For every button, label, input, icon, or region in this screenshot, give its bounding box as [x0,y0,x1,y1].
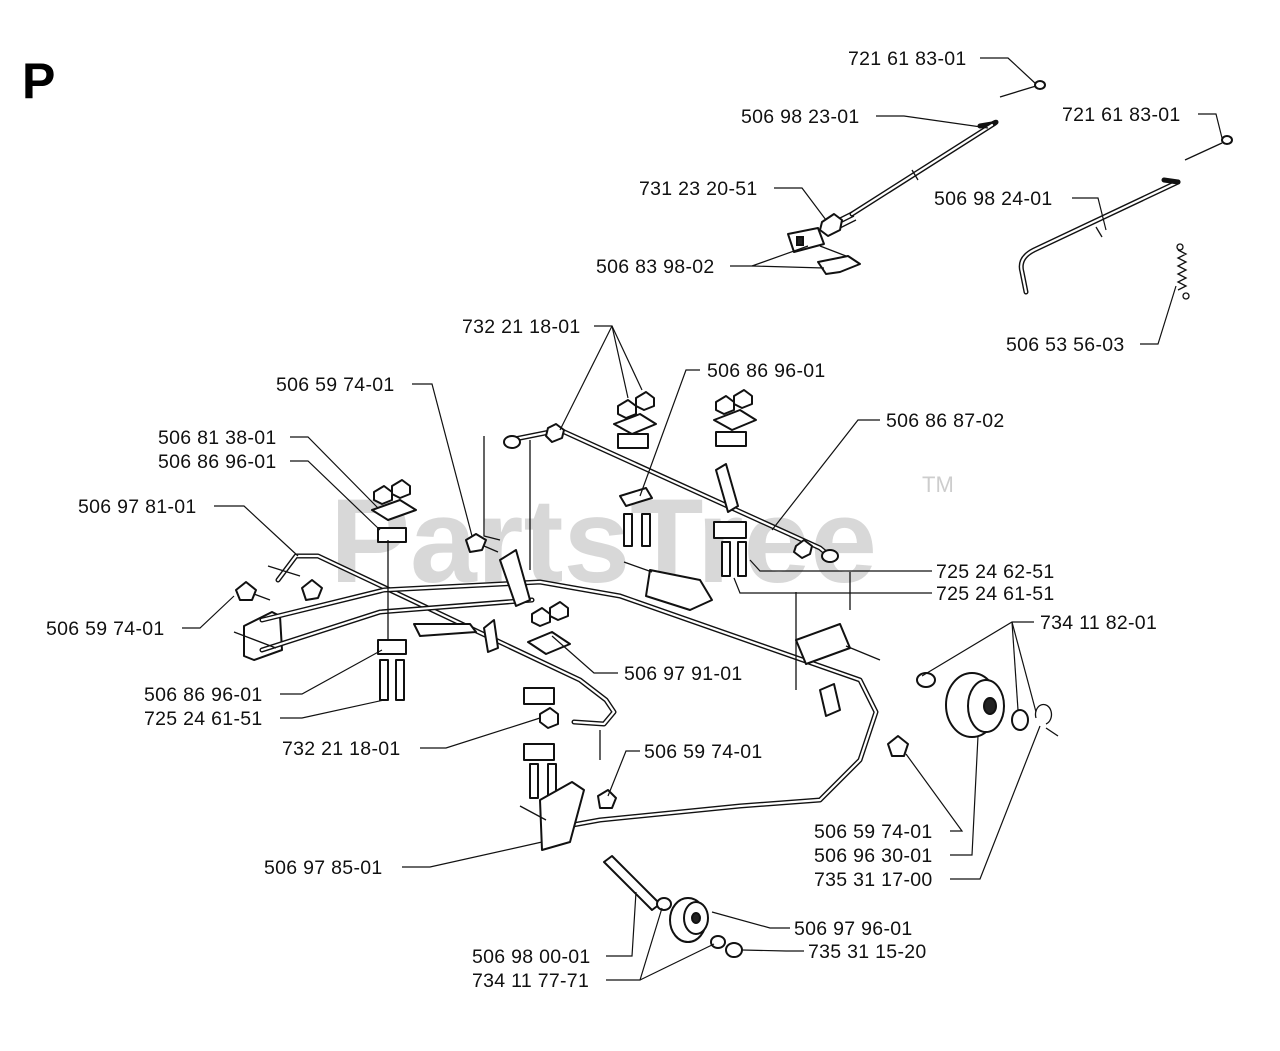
label-nut-top: 731 23 20-51 [639,178,758,200]
wheel-small-drawing [603,855,743,958]
clamps-center-drawing [613,409,757,539]
label-rod-right: 506 98 24-01 [934,188,1053,210]
label-rod-left: 506 98 23-01 [741,106,860,128]
label-bolt-lower-right: 506 59 74-01 [814,821,933,843]
label-washer-wheel: 734 11 82-01 [1040,612,1157,634]
label-bracket-center: 506 97 91-01 [624,663,743,685]
label-clamp-upper-left: 506 81 38-01 [158,427,277,449]
bracket-center-drawing [523,601,571,799]
label-lift-arm-left: 506 97 81-01 [78,496,197,518]
label-hairpin-top: 721 61 83-01 [848,48,967,70]
nut-top-drawing [819,213,843,237]
label-frame: 506 97 85-01 [264,857,383,879]
drawing [233,80,1233,958]
label-spring: 506 53 56-03 [1006,334,1125,356]
label-clevis: 506 83 98-02 [596,256,715,278]
label-clamp-lower-left: 506 86 96-01 [144,684,263,706]
label-clamp-upper-left-2: 506 86 96-01 [158,451,277,473]
lift-arm-right-drawing [503,423,839,563]
label-screw-lower-left: 725 24 61-51 [144,708,263,730]
screws-center-drawing [623,513,747,577]
label-bolt-mid: 506 59 74-01 [276,374,395,396]
rod-left-drawing [835,119,999,229]
wheel-large-drawing [916,672,1059,738]
hairpin-right-drawing [1184,135,1233,161]
label-screw-right-2: 725 24 61-51 [936,583,1055,605]
part-labels: 721 61 83-01 506 98 23-01 721 61 83-01 7… [46,48,1181,992]
label-wheel-small: 506 97 96-01 [794,918,913,940]
label-hairpin-right: 721 61 83-01 [1062,104,1181,126]
lift-arm-left-drawing [243,553,617,727]
label-nut-lower-center: 732 21 18-01 [282,738,401,760]
label-screw-right-1: 725 24 62-51 [936,561,1055,583]
label-bolt-lower-center: 506 59 74-01 [644,741,763,763]
section-letter: P [22,53,55,109]
nuts-center-drawing [617,389,753,419]
clamps-left-drawing [371,479,417,701]
frame-drawing [259,549,881,851]
label-circlip-large: 735 31 17-00 [814,869,933,891]
hairpin-top-drawing [999,80,1046,98]
label-axle-small: 506 98 00-01 [472,946,591,968]
label-circlip-small: 735 31 15-20 [808,941,927,963]
label-bolt-left: 506 59 74-01 [46,618,165,640]
label-nuts-center: 732 21 18-01 [462,316,581,338]
rod-right-drawing [1018,177,1181,295]
spring-drawing [1176,243,1190,300]
watermark-trademark: TM [922,472,954,497]
leader-lines [182,57,1223,981]
label-washer-small: 734 11 77-71 [472,970,589,992]
clevis-drawing [787,227,861,275]
reference-lines [233,436,851,821]
label-lift-arm-right: 506 86 87-02 [886,410,1005,432]
label-clamp-center: 506 86 96-01 [707,360,826,382]
bolts-drawing [235,533,909,809]
label-wheel-large: 506 96 30-01 [814,845,933,867]
